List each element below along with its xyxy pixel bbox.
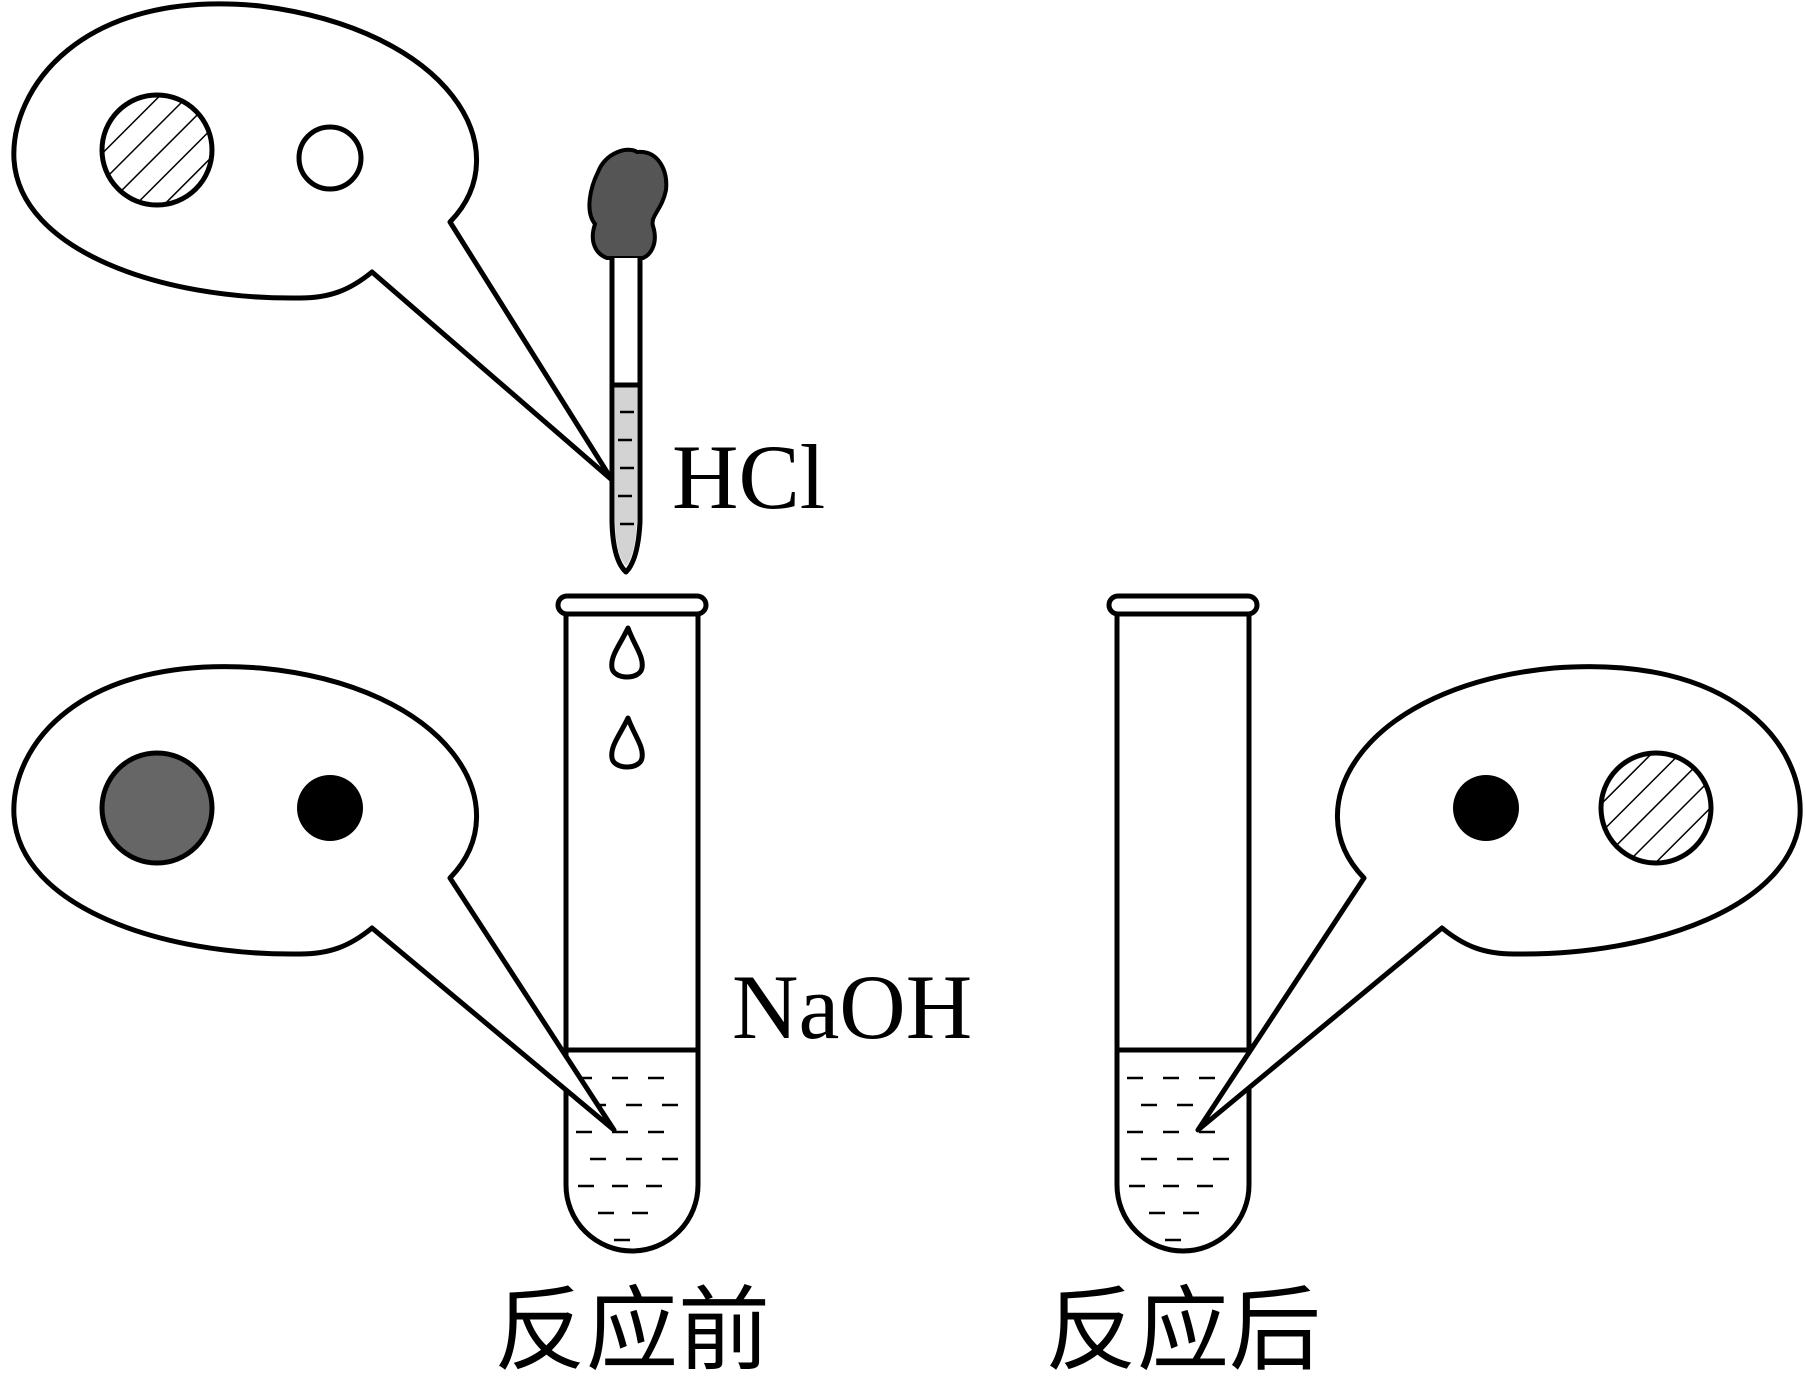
dropper [587,147,669,575]
test-tube-before [555,593,709,1254]
white-particle-small [296,124,364,192]
dropper-reagent-label: HCl [672,426,825,528]
bubble-outline [11,664,617,1133]
hatched-particle-large [99,92,215,208]
bubble-outline [1195,664,1803,1133]
tube-after-body [1114,612,1252,1254]
after-particle-bubble [1195,664,1803,1133]
black-particle-small [297,775,363,841]
black-particle-small [1453,775,1519,841]
dropper-liquid-marks [618,410,634,526]
dropper-particle-bubble [11,1,615,483]
bubble-outline [11,1,615,483]
hcl-drop [609,715,645,770]
hcl-drop [609,625,645,680]
dropper-liquid [615,385,637,566]
before-particle-bubble [11,664,617,1133]
tube-reagent-label: NaOH [732,956,972,1058]
tube-before-liquid [566,1050,698,1251]
tube-before-rim [555,593,709,617]
dropper-bulb [587,147,669,260]
tube-after-liquid-marks [1127,1076,1229,1242]
caption-after-reaction: 反应后 [1045,1280,1321,1379]
hatched-particle-large [1598,750,1714,866]
caption-before-reaction: 反应前 [494,1280,770,1379]
test-tube-after [1106,593,1260,1254]
tube-after-rim [1106,593,1260,617]
gray-particle-large [99,750,215,866]
tube-before-body [563,612,701,1254]
